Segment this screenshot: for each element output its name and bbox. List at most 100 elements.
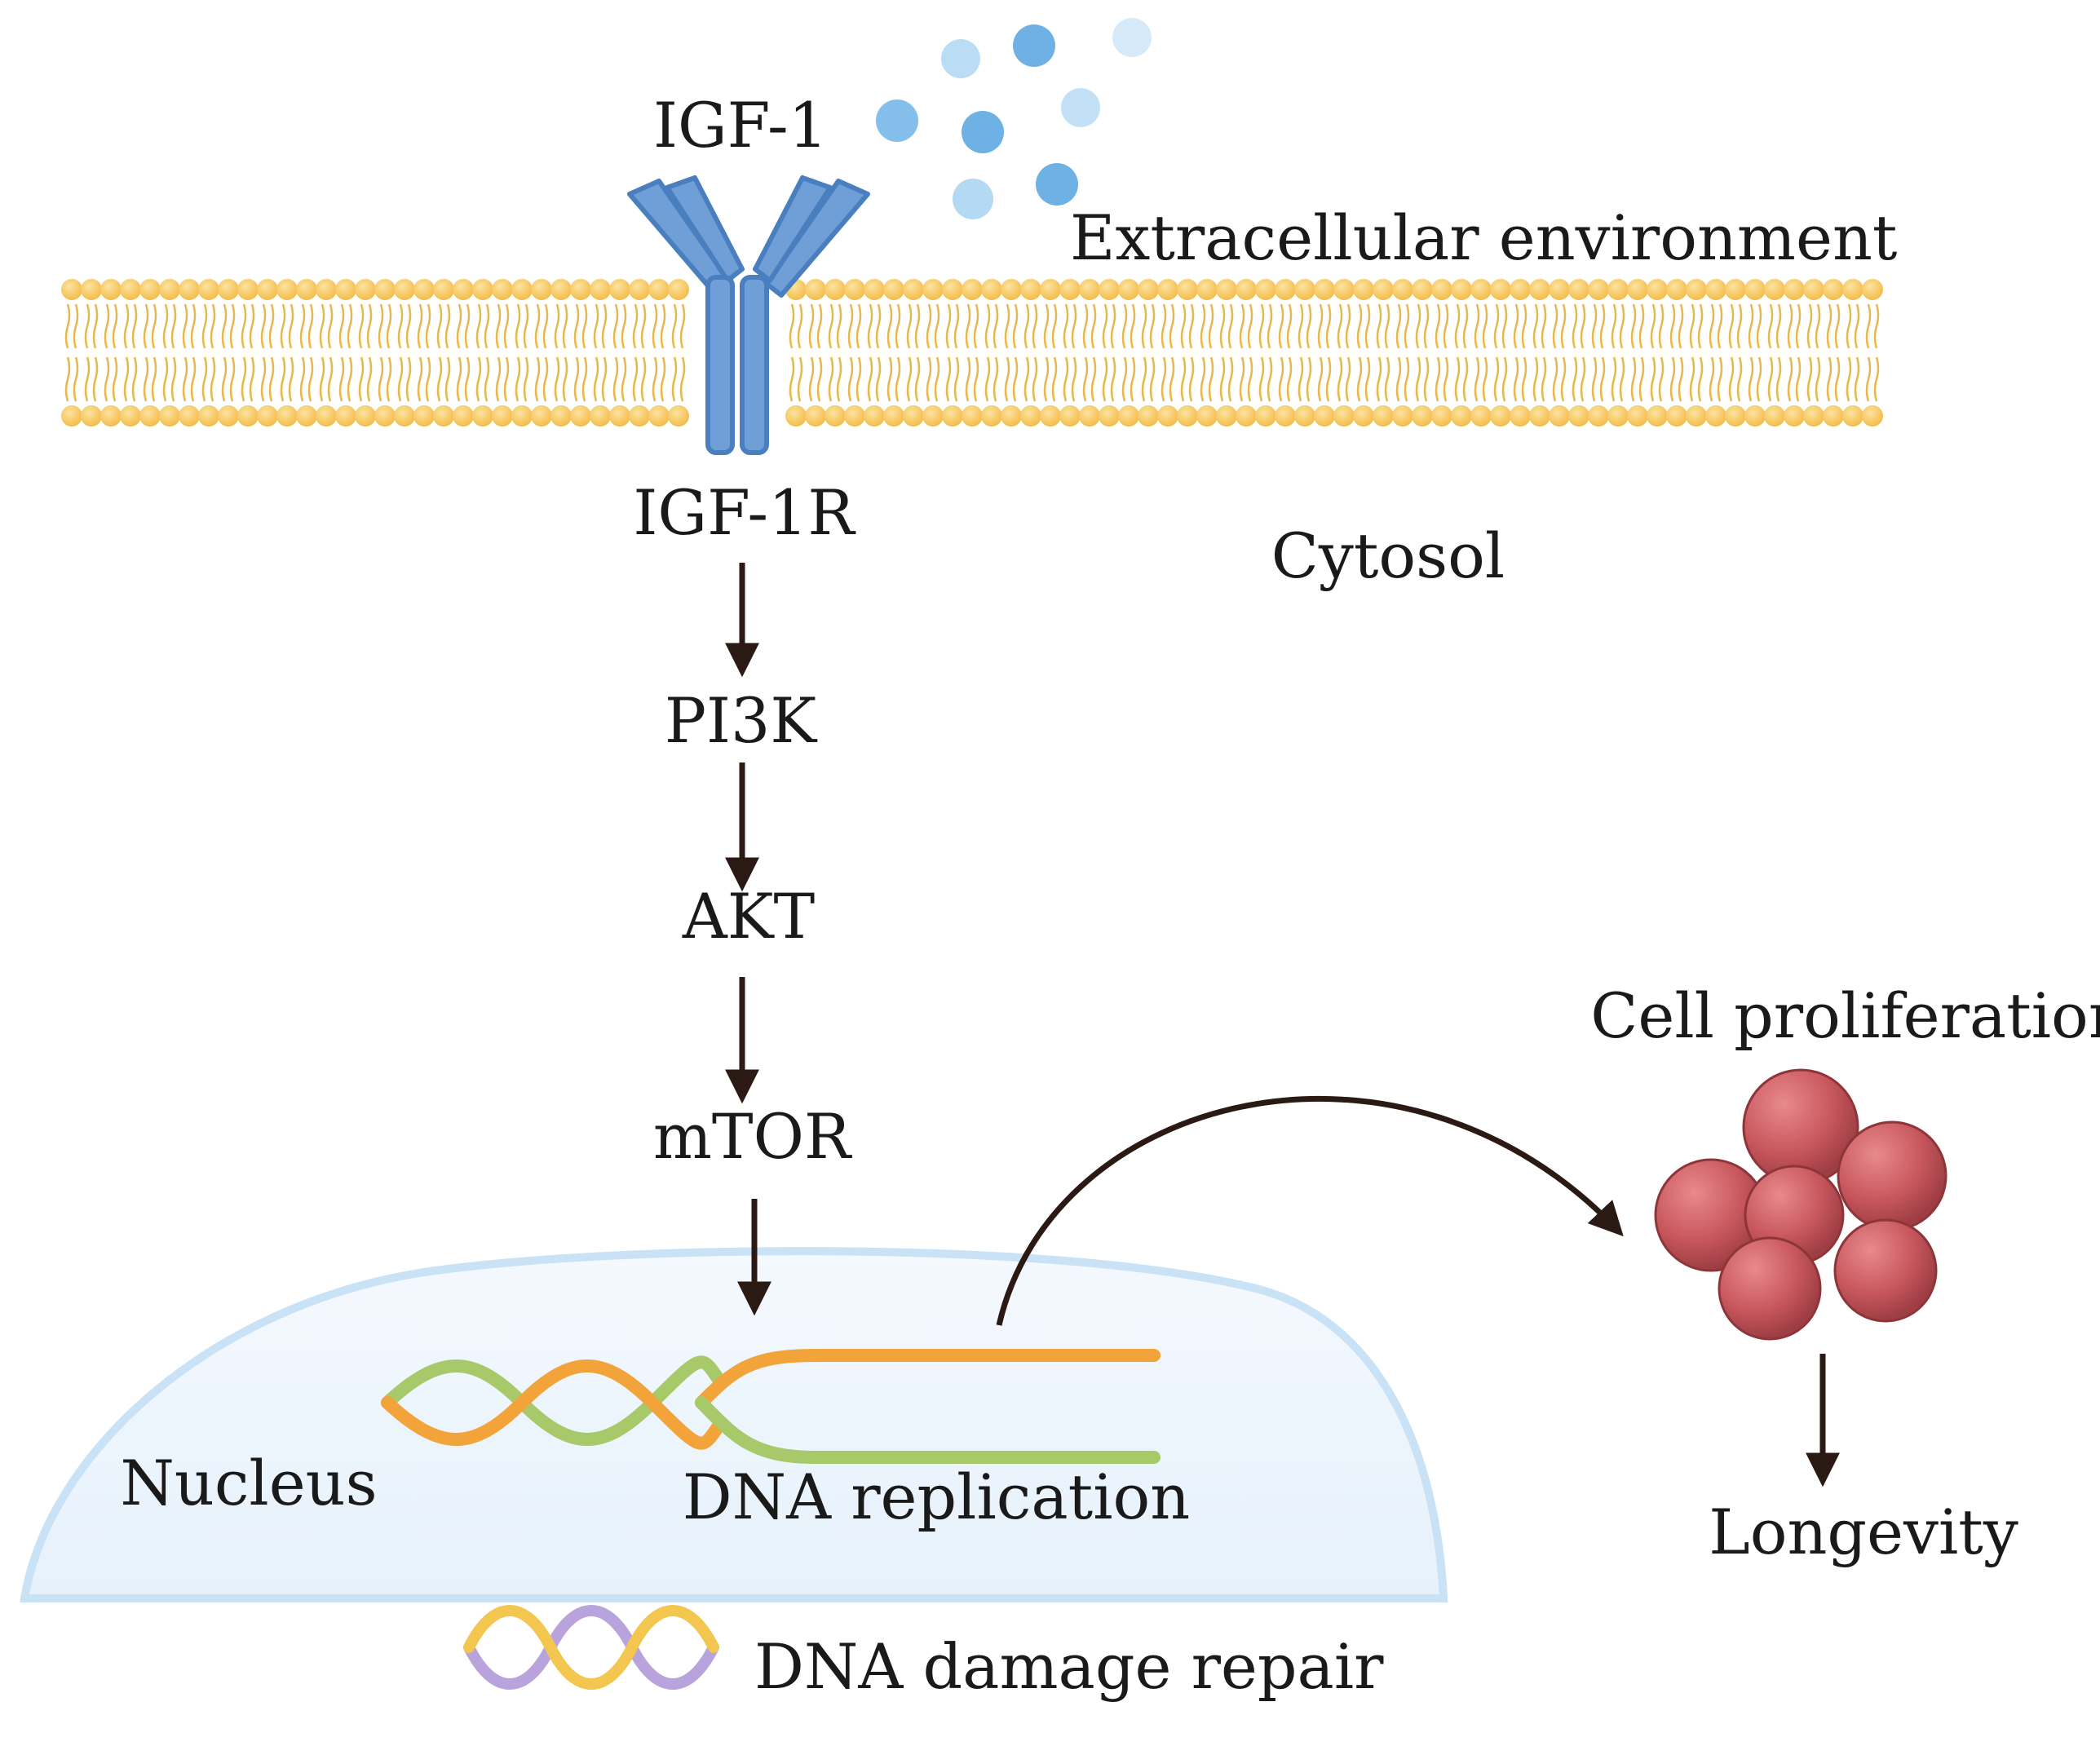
- lipid-head: [962, 405, 983, 427]
- lipid-head: [1842, 405, 1863, 427]
- lipid-head: [629, 279, 650, 300]
- lipid-head: [1314, 279, 1335, 300]
- lipid-tail: [170, 303, 177, 349]
- lipid-tail: [1748, 303, 1754, 349]
- lipid-head: [492, 279, 513, 300]
- lipid-tail: [260, 303, 267, 349]
- lipid-head: [942, 279, 963, 300]
- lipid-tail: [554, 303, 560, 349]
- label-mtor: mTOR: [653, 1100, 853, 1173]
- lipid-head: [1099, 279, 1120, 300]
- lipid-tail: [1658, 303, 1665, 349]
- lipid-tail: [828, 356, 834, 402]
- lipid-tail: [1572, 303, 1578, 349]
- lipid-head: [1255, 405, 1276, 427]
- lipid-head: [335, 279, 356, 300]
- lipid-tail: [926, 303, 932, 349]
- lipid-head: [1510, 405, 1531, 427]
- lipid-tail: [92, 356, 99, 402]
- lipid-tail: [288, 303, 294, 349]
- lipid-tail: [621, 356, 627, 402]
- lipid-head: [1255, 279, 1276, 300]
- lipid-head: [942, 405, 963, 427]
- lipid-tail: [1630, 356, 1637, 402]
- lipid-head: [1236, 279, 1257, 300]
- lipid-tail: [573, 303, 580, 349]
- lipid-head: [1744, 405, 1766, 427]
- lipid-tail: [405, 303, 412, 349]
- lipid-tail: [1756, 303, 1762, 349]
- lipid-tail: [182, 356, 188, 402]
- lipid-tail: [1012, 303, 1019, 349]
- lipid-tail: [503, 303, 510, 349]
- lipid-tail: [984, 303, 991, 349]
- lipid-tail: [534, 356, 541, 402]
- lipid-tail: [1345, 356, 1351, 402]
- lipid-tail: [1846, 356, 1852, 402]
- lipid-tail: [249, 356, 255, 402]
- label-cytosol: Cytosol: [1271, 519, 1505, 592]
- lipid-tail: [190, 303, 197, 349]
- lipid-tail: [993, 303, 999, 349]
- lipid-tail: [1619, 303, 1625, 349]
- lipid-head: [1529, 405, 1550, 427]
- pathway-arrows: [725, 563, 1840, 1487]
- lipid-tail: [210, 356, 216, 402]
- lipid-head: [1627, 279, 1648, 300]
- lipid-tail: [299, 356, 306, 402]
- lipid-tail: [1071, 356, 1077, 402]
- lipid-head: [1020, 279, 1041, 300]
- lipid-tail: [84, 356, 91, 402]
- membrane-lipid-heads: [61, 279, 1883, 427]
- lipid-tail: [1298, 303, 1304, 349]
- lipid-tail: [1200, 303, 1206, 349]
- lipid-tail: [1826, 356, 1833, 402]
- lipid-tail: [338, 303, 345, 349]
- lipid-tail: [1345, 303, 1351, 349]
- lipid-head: [355, 405, 376, 427]
- lipid-head: [785, 405, 807, 427]
- lipid-tail: [84, 303, 91, 349]
- lipid-tail: [1717, 356, 1723, 402]
- lipid-tail: [1043, 356, 1050, 402]
- lipid-tail: [1012, 356, 1019, 402]
- lipid-tail: [1611, 356, 1617, 402]
- lipid-head: [1216, 405, 1237, 427]
- lipid-tail: [436, 303, 443, 349]
- lipid-tail: [1063, 303, 1069, 349]
- lipid-head: [139, 279, 161, 300]
- lipid-tail: [1650, 356, 1656, 402]
- lipid-head: [1686, 279, 1707, 300]
- label-nucleus: Nucleus: [120, 1447, 377, 1519]
- lipid-tail: [503, 356, 510, 402]
- lipid-tail: [151, 356, 157, 402]
- lipid-tail: [229, 356, 236, 402]
- lipid-tail: [1767, 356, 1774, 402]
- lipid-head: [413, 405, 435, 427]
- lipid-tail: [319, 303, 325, 349]
- lipid-tail: [816, 356, 823, 402]
- membrane-lipid-tails: [64, 303, 1880, 402]
- lipid-tail: [855, 303, 862, 349]
- lipid-head: [355, 279, 376, 300]
- ligand-dot: [962, 111, 1004, 153]
- lipid-tail: [789, 303, 795, 349]
- lipid-head: [1059, 279, 1081, 300]
- lipid-tail: [444, 303, 451, 349]
- lipid-tail: [307, 356, 314, 402]
- lipid-head: [1157, 405, 1178, 427]
- lipid-tail: [973, 303, 979, 349]
- lipid-head: [1470, 405, 1492, 427]
- lipid-head: [1196, 279, 1218, 300]
- lipid-head: [1549, 405, 1570, 427]
- cell-proliferation-cluster: [1654, 1068, 1947, 1341]
- lipid-tail: [112, 356, 118, 402]
- lipid-tail: [1239, 356, 1245, 402]
- lipid-tail: [660, 356, 666, 402]
- lipid-head: [61, 279, 82, 300]
- lipid-tail: [593, 356, 599, 402]
- lipid-head: [531, 405, 552, 427]
- lipid-tail: [241, 356, 247, 402]
- lipid-tail: [601, 356, 608, 402]
- lipid-tail: [808, 356, 815, 402]
